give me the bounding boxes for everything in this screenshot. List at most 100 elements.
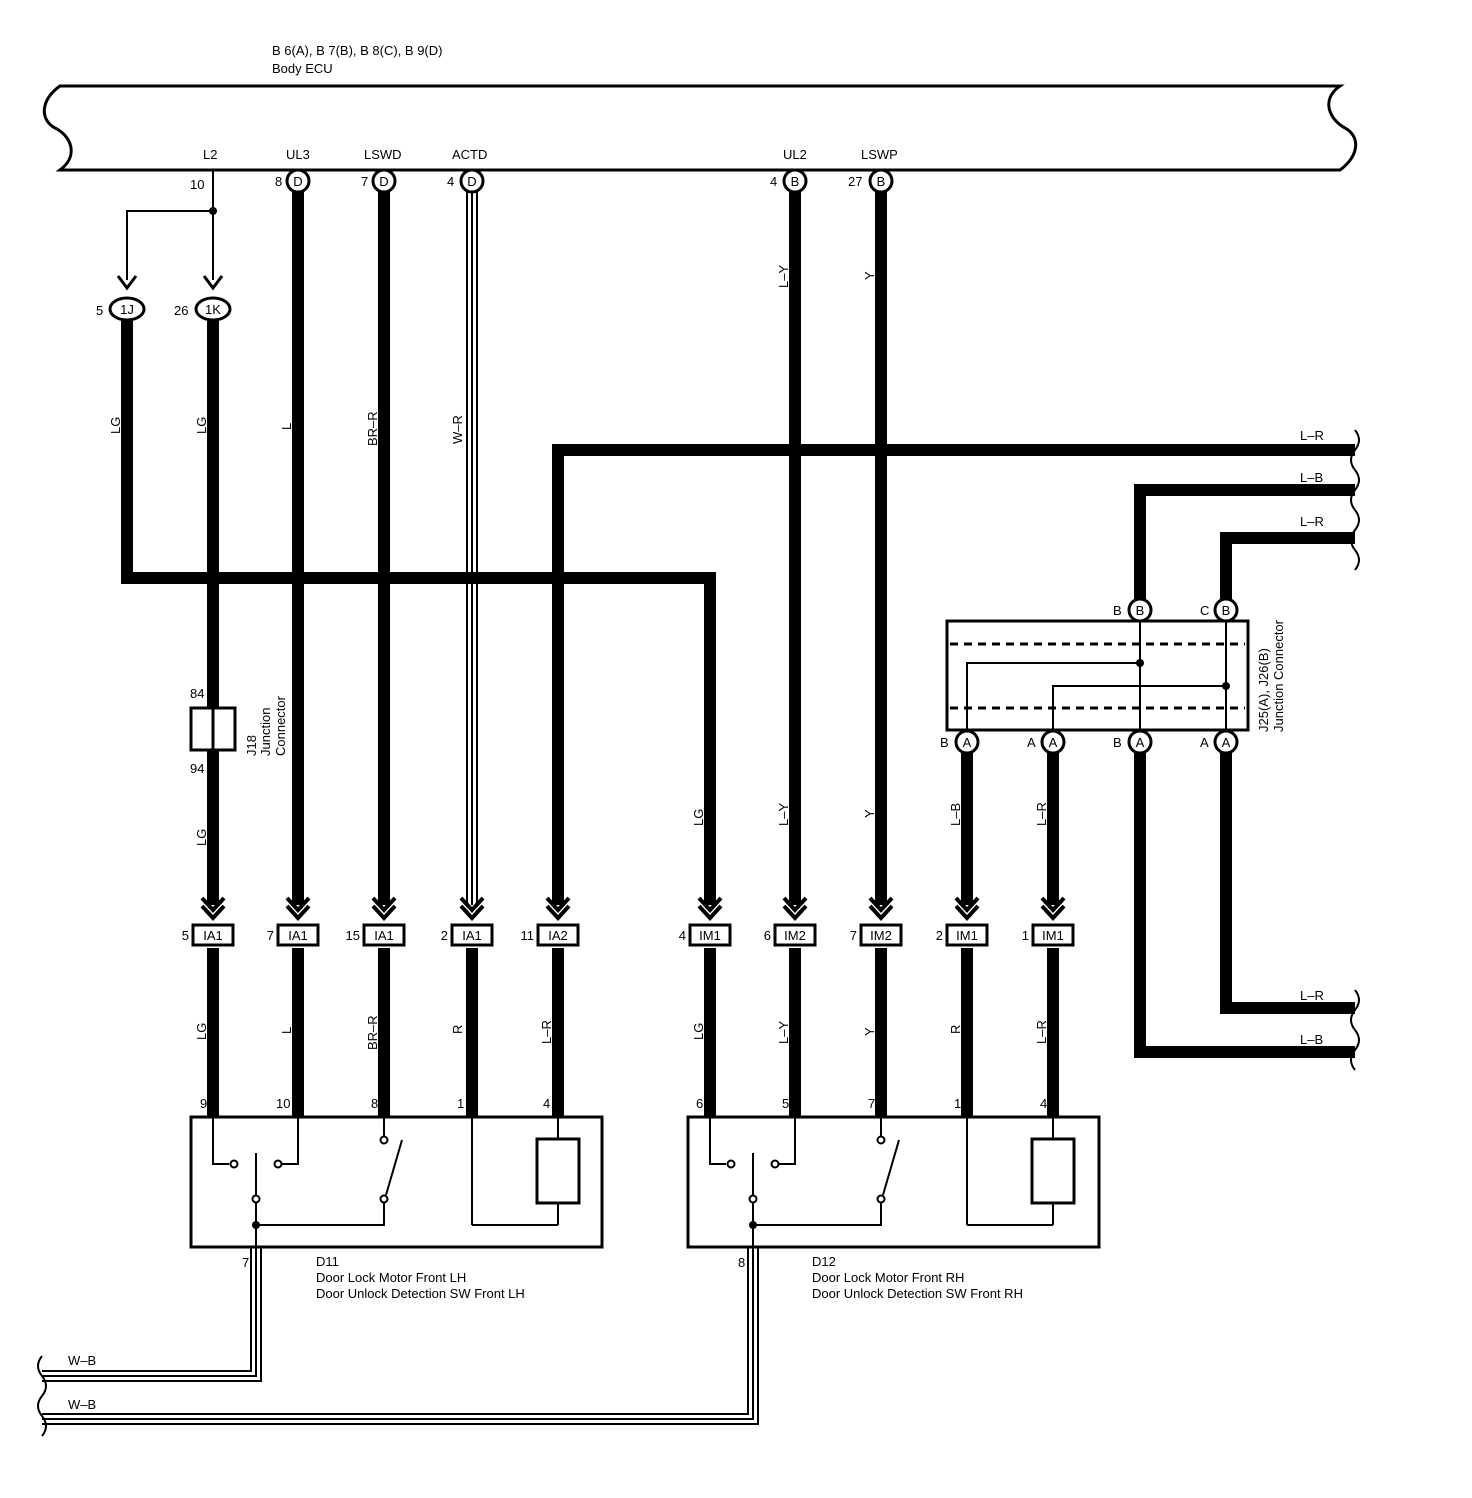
ground-wire-1	[42, 1247, 262, 1382]
wire-lg-1j	[121, 320, 716, 905]
svg-text:A: A	[1136, 735, 1145, 750]
d12-pin: 6	[696, 1096, 703, 1111]
j18-connector	[189, 706, 237, 752]
wire-label: L–B	[1300, 1032, 1323, 1047]
inline-connector-id: IM1	[1042, 928, 1064, 943]
d11-pin: 8	[371, 1096, 378, 1111]
wire-jb-top	[1134, 484, 1355, 600]
d11-pin: 4	[543, 1096, 550, 1111]
ecu-terminal-actd: ACTD	[452, 147, 487, 162]
j25-id: J25(A), J26(B)	[1256, 648, 1271, 732]
upper-conn-pin: 26	[174, 303, 188, 318]
j18-label-2: Connector	[273, 695, 288, 756]
svg-text:D: D	[379, 174, 388, 189]
wire-label: Y	[862, 809, 877, 818]
connector-1j: 1J	[108, 296, 146, 322]
wire-label: L–B	[948, 803, 963, 826]
j25-bottom-conn: A	[1213, 729, 1239, 755]
ecu-pin: 27	[848, 174, 862, 189]
inline-connector-id: IA1	[462, 928, 482, 943]
j25-junction-connector	[945, 619, 1250, 732]
d11-line2: Door Unlock Detection SW Front LH	[316, 1286, 525, 1301]
svg-text:B: B	[1136, 603, 1145, 618]
inline-connector-ia1: IA1 2	[441, 896, 494, 947]
inline-connector-id: IA2	[548, 928, 568, 943]
wire-label: L	[279, 423, 294, 430]
d11-pin: 10	[276, 1096, 290, 1111]
inline-connector-pin: 6	[764, 928, 771, 943]
ground-label-2: W–B	[68, 1397, 96, 1412]
wire-label: L–R	[1034, 1020, 1049, 1044]
d12-ground-pin: 8	[738, 1255, 745, 1270]
wire-label: W–R	[450, 415, 465, 444]
j25-bottom-conn: A	[1040, 729, 1066, 755]
inline-connector-pin: 7	[267, 928, 274, 943]
ecu-terminal-lswp: LSWP	[861, 147, 898, 162]
inline-connector-pin: 7	[850, 928, 857, 943]
ecu-conn-d-actd: D	[459, 168, 485, 194]
d12-pin: 5	[782, 1096, 789, 1111]
inline-connector-id: IA1	[203, 928, 223, 943]
inline-connector-im2: IM2 6	[764, 896, 817, 947]
svg-text:1K: 1K	[205, 302, 221, 317]
wire-label: L–Y	[776, 265, 791, 288]
wire-label: L–Y	[776, 803, 791, 826]
inline-connector-pin: 2	[936, 928, 943, 943]
wire-label: LG	[194, 829, 209, 846]
ecu-conn-d-lswd: D	[371, 168, 397, 194]
ecu-terminal-ul3: UL3	[286, 147, 310, 162]
wire-label: L–R	[1034, 802, 1049, 826]
d12-pin: 7	[868, 1096, 875, 1111]
ecu-pin: 8	[275, 174, 282, 189]
inline-connector-pin: 5	[182, 928, 189, 943]
wire-label: R	[450, 1025, 465, 1034]
d11-pin: 9	[200, 1096, 207, 1111]
wire-ia2-lr	[552, 444, 1355, 905]
svg-text:B: B	[1222, 603, 1231, 618]
d11-id: D11	[316, 1254, 339, 1269]
d11-component	[189, 1115, 604, 1249]
wire-label: Y	[862, 1027, 877, 1036]
wire-label: L	[279, 1027, 294, 1034]
svg-text:A: A	[963, 735, 972, 750]
inline-connector-im1: IM1 2	[936, 896, 989, 947]
wire-label: LG	[194, 1023, 209, 1040]
ecu-name-label: Body ECU	[272, 61, 333, 76]
wire-label: Y	[862, 271, 877, 280]
j18-pin-bottom: 94	[190, 761, 204, 776]
d12-line1: Door Lock Motor Front RH	[812, 1270, 964, 1285]
d12-pin: 4	[1040, 1096, 1047, 1111]
d11-pin: 1	[457, 1096, 464, 1111]
j25-label: Junction Connector	[1271, 619, 1286, 732]
wire-actd	[466, 192, 478, 905]
wire-label: R	[948, 1025, 963, 1034]
j18-id: J18	[244, 735, 259, 756]
wire-label: L–R	[1300, 514, 1324, 529]
inline-connector-pin: 2	[441, 928, 448, 943]
d12-line2: Door Unlock Detection SW Front RH	[812, 1286, 1023, 1301]
wire-label: BR–R	[365, 1015, 380, 1050]
wire-jb-out	[1134, 753, 1355, 1058]
j18-label-1: Junction	[258, 708, 273, 756]
ground-wire-2	[42, 1247, 759, 1425]
wire-label: BR–R	[365, 411, 380, 446]
wire-ja-out	[1220, 753, 1355, 1014]
j25-top-pin: C	[1200, 603, 1209, 618]
j25-bottom-pin: B	[1113, 735, 1122, 750]
d11-line1: Door Lock Motor Front LH	[316, 1270, 466, 1285]
body-ecu-box	[42, 84, 1358, 172]
wire-label: L–R	[539, 1020, 554, 1044]
j25-top-pin: B	[1113, 603, 1122, 618]
wire-label: LG	[194, 417, 209, 434]
ecu-terminal-lswd: LSWD	[364, 147, 402, 162]
inline-connector-id: IM2	[784, 928, 806, 943]
d12-pin: 1	[954, 1096, 961, 1111]
ecu-conn-d-ul3: D	[285, 168, 311, 194]
wire-label: L–R	[1300, 988, 1324, 1003]
inline-connector-id: IM1	[956, 928, 978, 943]
